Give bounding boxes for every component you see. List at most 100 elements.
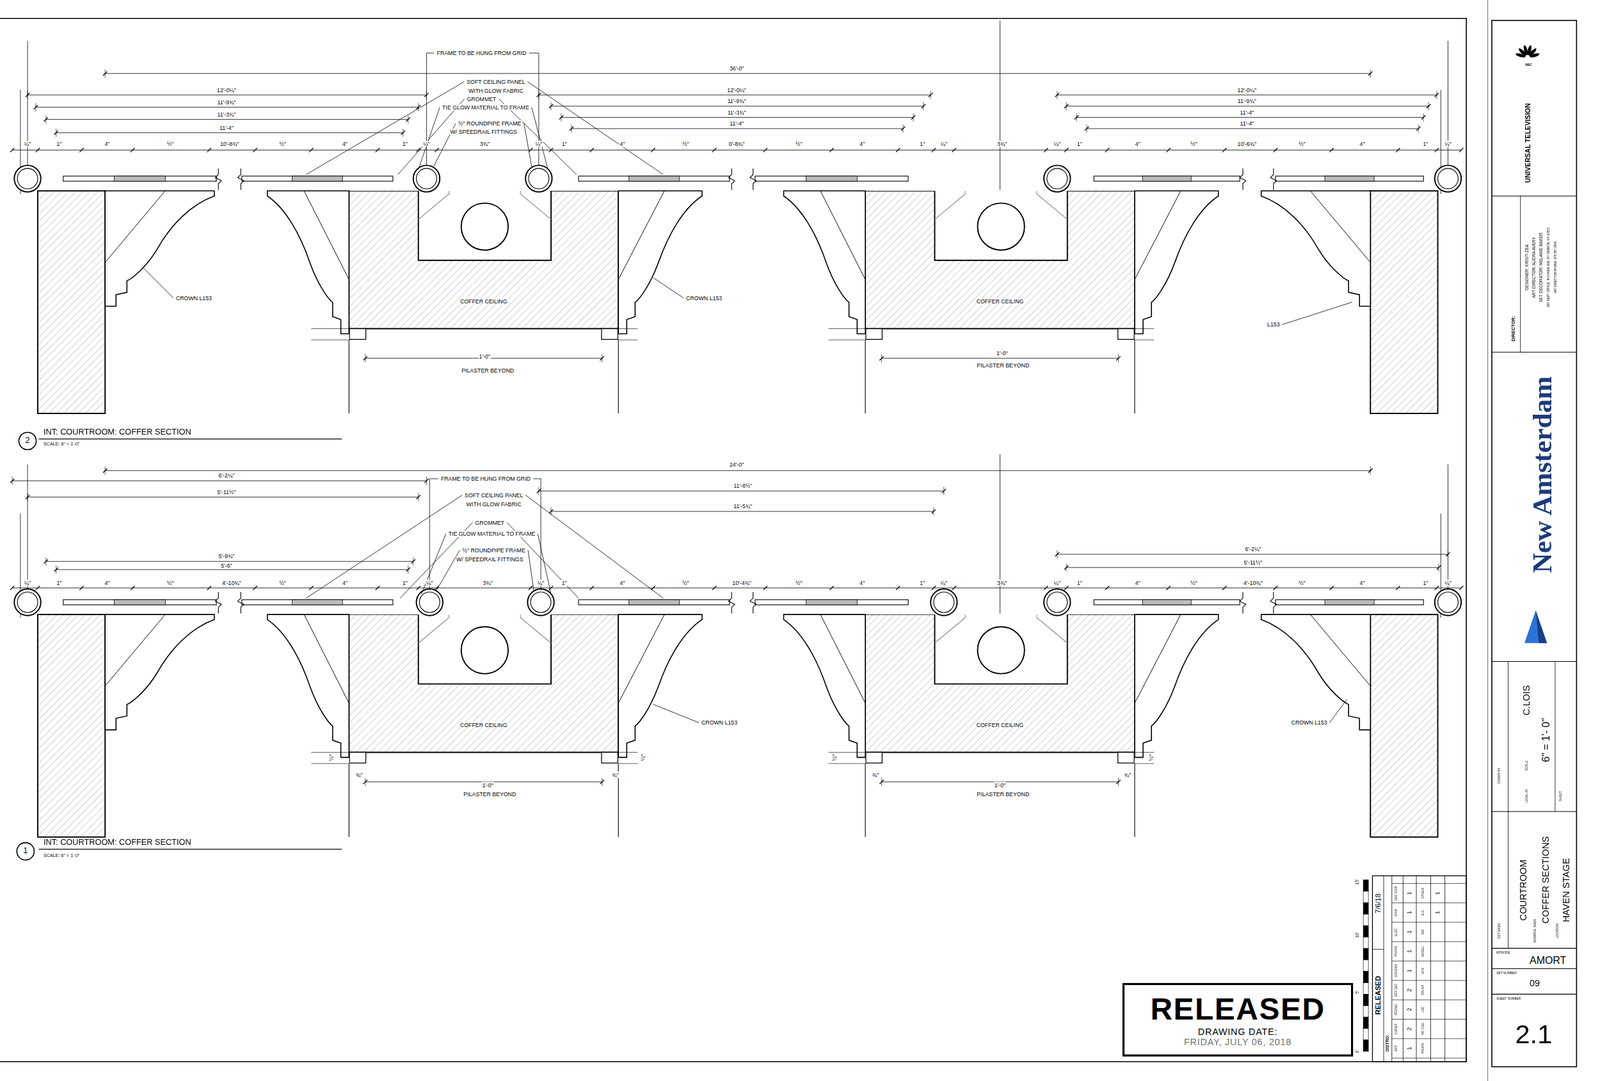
- crown-backing-line: [1134, 190, 1181, 280]
- extension-line: [1066, 101, 1067, 111]
- table-rule: [1392, 1038, 1467, 1039]
- title-block-text: DRAWN BY: [1498, 766, 1502, 785]
- extension-line: [601, 353, 603, 363]
- node-label: COFFER CEILING: [975, 721, 1025, 729]
- extension-line: [412, 557, 414, 566]
- extension-line: [1423, 113, 1424, 122]
- dimension-text: 1": [1422, 579, 1429, 587]
- distribution-header: CONST: [1395, 1022, 1399, 1035]
- extension-line: [311, 339, 349, 341]
- dimension-text: 4": [1359, 579, 1366, 587]
- dimension-tick: [712, 585, 717, 590]
- crown-molding: [783, 614, 866, 758]
- extension-line: [1134, 339, 1154, 341]
- glow-fabric: [806, 176, 858, 182]
- dimension-tick: [207, 147, 212, 152]
- extension-line: [1056, 550, 1058, 559]
- dimension-line: [538, 490, 944, 492]
- extension-line: [1134, 328, 1154, 329]
- dimension-text: 4'-10¾": [1242, 579, 1264, 587]
- dimension-text: ¼": [425, 579, 434, 587]
- distribution-header: SCENIC: [1395, 1002, 1399, 1016]
- pilaster-line: [348, 339, 350, 414]
- dimension-tick: [763, 585, 768, 590]
- extension-line: [1134, 762, 1154, 764]
- dimension-line: [1057, 554, 1449, 555]
- roundpipe-bore: [1438, 592, 1459, 613]
- extension-line: [417, 103, 419, 112]
- dimension-text: 1'-0": [995, 350, 1008, 357]
- hanging-line: [27, 464, 29, 590]
- callout-note: ½" ROUNDPIPE FRAME: [462, 547, 527, 554]
- soft-ceiling-panel: [1093, 176, 1240, 182]
- roundpipe-frame: [527, 588, 554, 616]
- leader-line: [531, 106, 549, 169]
- dimension-tick: [252, 585, 257, 590]
- leader-line: [421, 533, 446, 594]
- pilaster-line: [864, 339, 866, 414]
- dimension-line: [46, 561, 414, 562]
- dimension-line: [1066, 105, 1429, 107]
- soft-ceiling-panel: [63, 599, 217, 605]
- dimension-text: ¼": [422, 140, 431, 148]
- extension-line: [618, 752, 638, 753]
- crown-molding: [267, 190, 350, 334]
- soft-ceiling-panel: [578, 176, 730, 182]
- table-frame: [1372, 875, 1467, 1062]
- dimension-text: ½": [278, 140, 287, 148]
- extension-line: [1418, 124, 1419, 134]
- leader-line: [426, 53, 434, 166]
- extension-line: [618, 328, 638, 329]
- dimension-tick: [650, 147, 655, 152]
- dimension-text: 0'-8¾": [728, 140, 746, 148]
- dimension-tick: [763, 147, 768, 152]
- extension-line: [933, 507, 934, 516]
- distribution-count: 1: [1406, 968, 1414, 973]
- extension-line: [407, 565, 409, 575]
- dimension-line: [12, 480, 427, 482]
- leader-line: [529, 53, 539, 166]
- distribution-header: PIC CAR: [1422, 1022, 1426, 1036]
- distribution-count: 1: [1406, 910, 1414, 915]
- dimension-line: [12, 149, 1462, 151]
- crown-backing-line: [1134, 614, 1181, 703]
- glow-fabric: [806, 599, 858, 605]
- callout-note: W/ SPEEDRAIL FITTINGS: [455, 556, 524, 563]
- dimension-tick: [1329, 585, 1334, 590]
- roundpipe-frame: [1043, 588, 1071, 616]
- title-block-text: ART DEPT OFFICE: 40 HAVEN AVE, MT VERNON…: [1547, 227, 1551, 308]
- distribution-header: ART: [1395, 1044, 1399, 1052]
- dimension-text: ¼": [940, 579, 948, 587]
- extension-line: [1134, 752, 1154, 753]
- leader-lines: [142, 53, 1352, 723]
- title-block: [1491, 20, 1577, 1067]
- title-block-text: UNIVERSAL TELEVISION: [1523, 102, 1531, 184]
- pilaster-line: [618, 339, 619, 414]
- dimension-text: 5'-11½": [216, 488, 237, 496]
- title-block-text: DESIGNER: KRISTI ZEA: [1525, 243, 1530, 292]
- distribution-header: SET DEC: [1395, 983, 1399, 998]
- title-block-rule: [1507, 661, 1509, 948]
- dimension-text: 3¾": [996, 140, 1008, 148]
- roundpipe-bore: [17, 592, 38, 613]
- table-rule: [1392, 902, 1467, 904]
- crown-molding: [783, 190, 866, 334]
- leader-line: [499, 99, 577, 175]
- extension-line: [12, 476, 13, 486]
- soft-ceiling-panel: [63, 176, 217, 182]
- title-block-text: SCALE: [1525, 759, 1529, 772]
- dimension-tick: [896, 147, 900, 152]
- title-block-rule: [1491, 993, 1577, 995]
- dimension-text: 3¾": [479, 140, 491, 148]
- dimension-tick: [416, 585, 421, 590]
- dimension-tick: [590, 147, 594, 152]
- dimension-tick: [35, 585, 40, 590]
- coffer-section: [10, 20, 1464, 440]
- title-block-text: DIRECTOR:: [1511, 315, 1517, 343]
- table-rule: [1392, 960, 1467, 962]
- dimension-text: ½": [166, 579, 175, 587]
- dimension-tick: [252, 147, 257, 152]
- title-block-text: C.LOIS: [1522, 684, 1533, 717]
- distribution-header: ELEC.: [1395, 926, 1399, 937]
- coffer-ceiling-section: COFFER CEILING: [865, 190, 1135, 340]
